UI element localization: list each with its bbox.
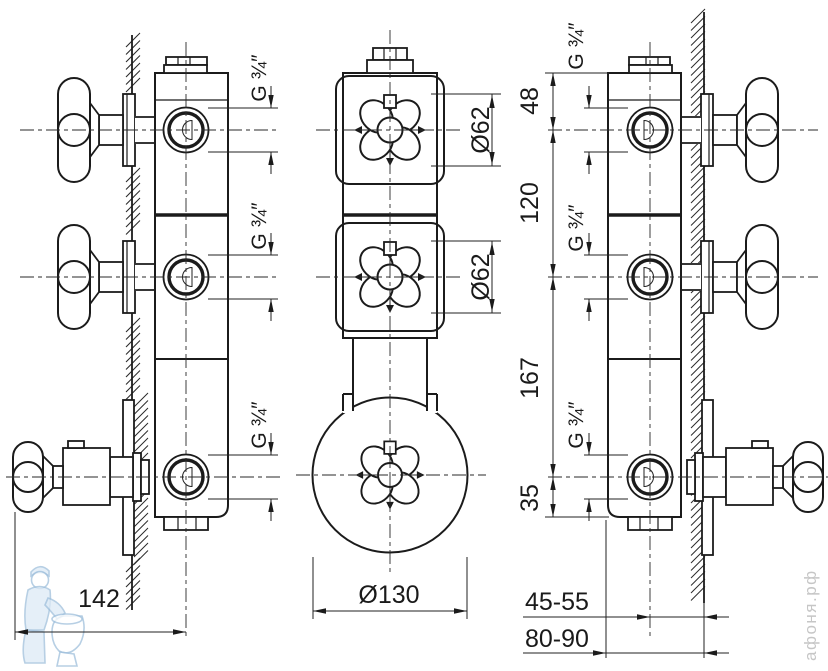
left-side-view — [11, 55, 230, 557]
dim-handle-diameter: Ø62 — [467, 253, 495, 300]
dim-handle-diameter: Ø62 — [467, 106, 495, 153]
thread-label: G ¾″ — [248, 54, 271, 102]
watermark-site-text: афоня.рф — [801, 569, 820, 661]
dim-35: 35 — [516, 484, 544, 512]
dim-mount-depth-min: 45-55 — [525, 588, 589, 616]
center-lines — [6, 30, 828, 640]
dim-120: 120 — [516, 182, 544, 224]
thread-label: G ¾″ — [248, 401, 271, 449]
thread-label: G ¾″ — [565, 401, 588, 449]
thread-label: G ¾″ — [248, 202, 271, 250]
dimension-labels: G ¾″ G ¾″ G ¾″ G ¾″ G ¾″ G ¾″ Ø62 Ø62 48… — [78, 22, 589, 653]
right-side-view — [606, 55, 825, 557]
dim-48: 48 — [516, 87, 544, 115]
dim-escutcheon-diameter: Ø130 — [358, 581, 419, 609]
dimension-lines — [14, 72, 729, 658]
dim-mount-depth-max: 80-90 — [525, 625, 589, 653]
dim-167: 167 — [516, 357, 544, 399]
thread-label: G ¾″ — [565, 22, 588, 70]
thread-label: G ¾″ — [565, 204, 588, 252]
dim-total-depth: 142 — [78, 585, 120, 613]
watermark-plumber — [22, 565, 85, 667]
